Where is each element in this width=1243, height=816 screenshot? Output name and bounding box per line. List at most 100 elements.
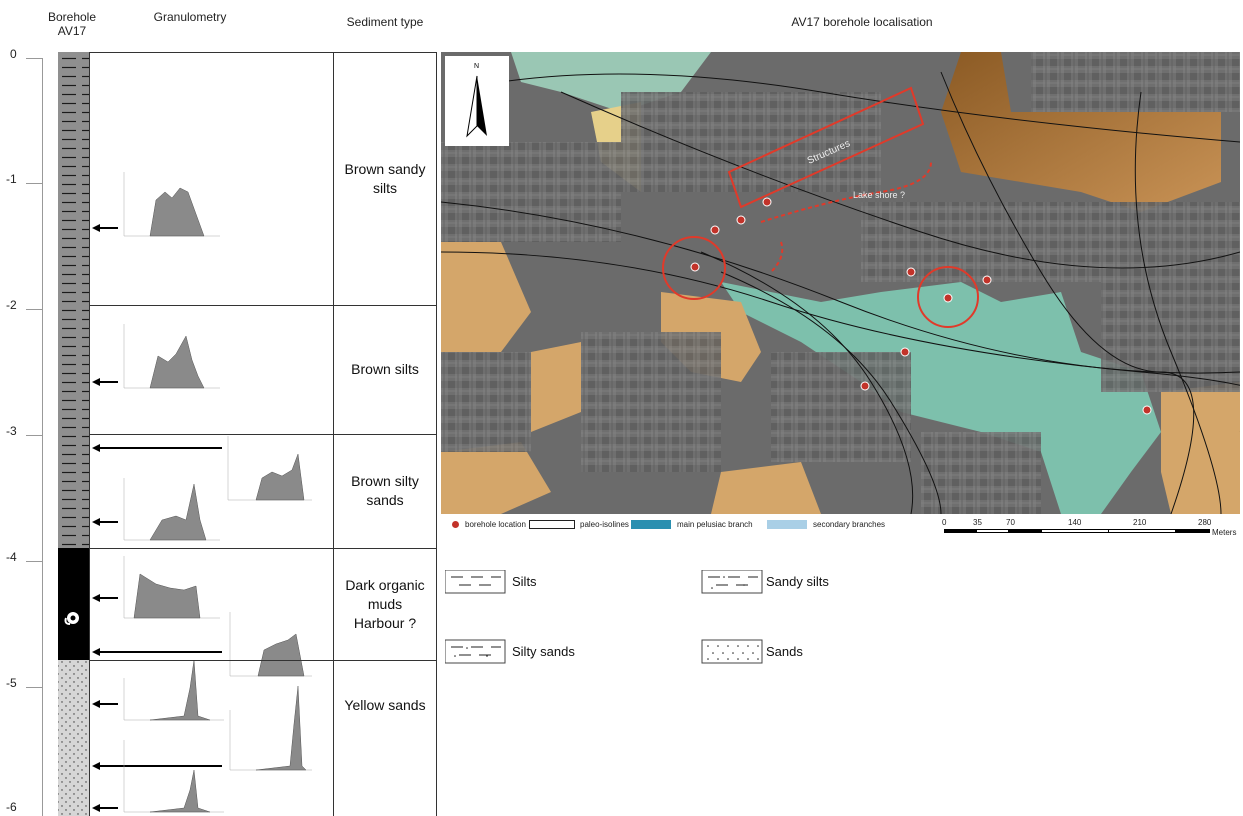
histogram-5 bbox=[133, 573, 201, 619]
scale-label: 140 bbox=[1068, 518, 1082, 527]
scale-label: 280 bbox=[1198, 518, 1212, 527]
borehole-column bbox=[58, 52, 312, 816]
histogram-1 bbox=[149, 187, 205, 237]
legend-sandy-silts: Sandy silts bbox=[766, 574, 829, 589]
map-area-ochre-s bbox=[711, 462, 821, 514]
sediment-divider bbox=[89, 548, 437, 549]
highlight-circle bbox=[917, 266, 979, 328]
histogram-9 bbox=[149, 769, 211, 813]
map-tile bbox=[921, 432, 1041, 514]
map-tile bbox=[441, 352, 531, 452]
secondary-branch-swatch bbox=[767, 520, 807, 529]
map-area-teal-main bbox=[721, 282, 1161, 514]
header-granulometry: Granulometry bbox=[153, 10, 227, 24]
north-label: N bbox=[474, 63, 479, 70]
depth-tick bbox=[26, 183, 42, 184]
sediment-label-line: Brown sandy bbox=[344, 160, 426, 177]
depth-label-0: 0 bbox=[10, 47, 17, 61]
sediment-label-line: Brown silts bbox=[351, 361, 419, 377]
silts-swatch bbox=[445, 570, 506, 594]
depth-tick bbox=[26, 687, 42, 688]
map-tile bbox=[771, 352, 911, 462]
arrowheads bbox=[92, 224, 100, 812]
depth-label-1: -1 bbox=[6, 172, 17, 186]
lake-shore-line bbox=[770, 241, 784, 273]
scale-label: 70 bbox=[1006, 518, 1015, 527]
depth-tick bbox=[26, 58, 42, 59]
map-tile bbox=[441, 142, 621, 242]
depth-label-6: -6 bbox=[6, 800, 17, 814]
sediment-divider bbox=[89, 660, 437, 661]
highlight-circle bbox=[662, 236, 726, 300]
legend-swatches bbox=[445, 570, 763, 664]
legend-silty-sands: Silty sands bbox=[512, 644, 575, 659]
map-tile bbox=[621, 92, 881, 192]
map-legend-bar: borehole location paleo-isolines main pe… bbox=[441, 518, 1240, 532]
histogram-4 bbox=[149, 483, 207, 541]
stratum-brown-sandy-silts bbox=[58, 52, 89, 305]
sediment-label-line: Harbour ? bbox=[353, 614, 417, 631]
depth-label-3: -3 bbox=[6, 424, 17, 438]
histogram-7 bbox=[149, 659, 211, 721]
header-borehole-line2: AV17 bbox=[57, 24, 87, 38]
depth-tick bbox=[26, 309, 42, 310]
map-tile bbox=[581, 332, 721, 472]
silty-sands-swatch bbox=[445, 639, 506, 664]
map-tile bbox=[1031, 52, 1240, 112]
map-area-ochre-mid bbox=[531, 342, 581, 432]
map-area-ochre-se bbox=[1161, 382, 1240, 514]
granulometry-left-border bbox=[89, 52, 90, 816]
sediment-label-line: Dark organic bbox=[345, 576, 425, 593]
map-tile bbox=[1101, 202, 1240, 392]
header-borehole-line1: Borehole bbox=[47, 10, 97, 24]
scale-label: 35 bbox=[973, 518, 982, 527]
sediment-label-yellow-sands: Yellow sands bbox=[333, 660, 437, 816]
legend-paleo-isolines: paleo-isolines bbox=[580, 520, 629, 529]
lake-shore-label: Lake shore ? bbox=[853, 190, 905, 200]
histogram-6 bbox=[257, 633, 305, 677]
sands-swatch bbox=[701, 639, 763, 664]
sediment-label-line: muds bbox=[367, 595, 403, 612]
sediment-label-line: silts bbox=[372, 179, 398, 196]
legend-main-branch: main pelusiac branch bbox=[677, 520, 753, 529]
depth-axis-line bbox=[42, 58, 43, 816]
depth-label-5: -5 bbox=[6, 676, 17, 690]
sediment-top-border bbox=[89, 52, 437, 53]
north-arrow-icon: N bbox=[445, 56, 509, 146]
depth-tick bbox=[26, 561, 42, 562]
legend-silts: Silts bbox=[512, 574, 537, 589]
sediment-label-line: Brown silty bbox=[351, 473, 419, 489]
sediment-label-brown-silty-sands: Brown silty sands bbox=[333, 434, 437, 548]
depth-label-4: -4 bbox=[6, 550, 17, 564]
legend-secondary-branches: secondary branches bbox=[813, 520, 886, 529]
stratum-yellow-sands bbox=[58, 660, 89, 816]
sandy-silts-swatch bbox=[701, 570, 763, 594]
stratum-brown-silty-sands bbox=[58, 434, 89, 548]
header-map-title: AV17 borehole localisation bbox=[791, 15, 933, 29]
paleo-isolines bbox=[441, 71, 1240, 514]
borehole-map: Structures Lake shore ? N bbox=[441, 52, 1240, 514]
map-area-ochre-west bbox=[441, 242, 531, 352]
stratum-brown-silts bbox=[58, 305, 89, 434]
main-branch-swatch bbox=[631, 520, 671, 529]
sediment-divider bbox=[89, 305, 437, 306]
shell-icon bbox=[64, 612, 79, 625]
histogram-3 bbox=[255, 453, 305, 501]
map-area-brown bbox=[941, 52, 1221, 212]
sediment-label-brown-sandy-silts: Brown sandy silts bbox=[333, 52, 437, 305]
histogram-2 bbox=[149, 335, 205, 389]
header-sediment-type: Sediment type bbox=[346, 15, 424, 29]
scale-label: 210 bbox=[1133, 518, 1147, 527]
map-area-ochre-sw bbox=[441, 442, 551, 514]
header-borehole: Borehole AV17 bbox=[40, 10, 104, 38]
stratum-dark-organic-muds bbox=[58, 548, 89, 660]
scale-label: 0 bbox=[942, 518, 947, 527]
borehole-markers bbox=[690, 197, 1152, 415]
scale-bar bbox=[944, 529, 1210, 533]
sediment-label-line: Yellow sands bbox=[344, 697, 426, 713]
map-tile bbox=[861, 202, 1121, 282]
histogram-8 bbox=[255, 685, 307, 771]
lake-shore-line bbox=[760, 161, 932, 223]
sediment-label-dark-organic-muds: Dark organic muds Harbour ? bbox=[333, 548, 437, 660]
sediment-label-brown-silts: Brown silts bbox=[333, 305, 437, 434]
